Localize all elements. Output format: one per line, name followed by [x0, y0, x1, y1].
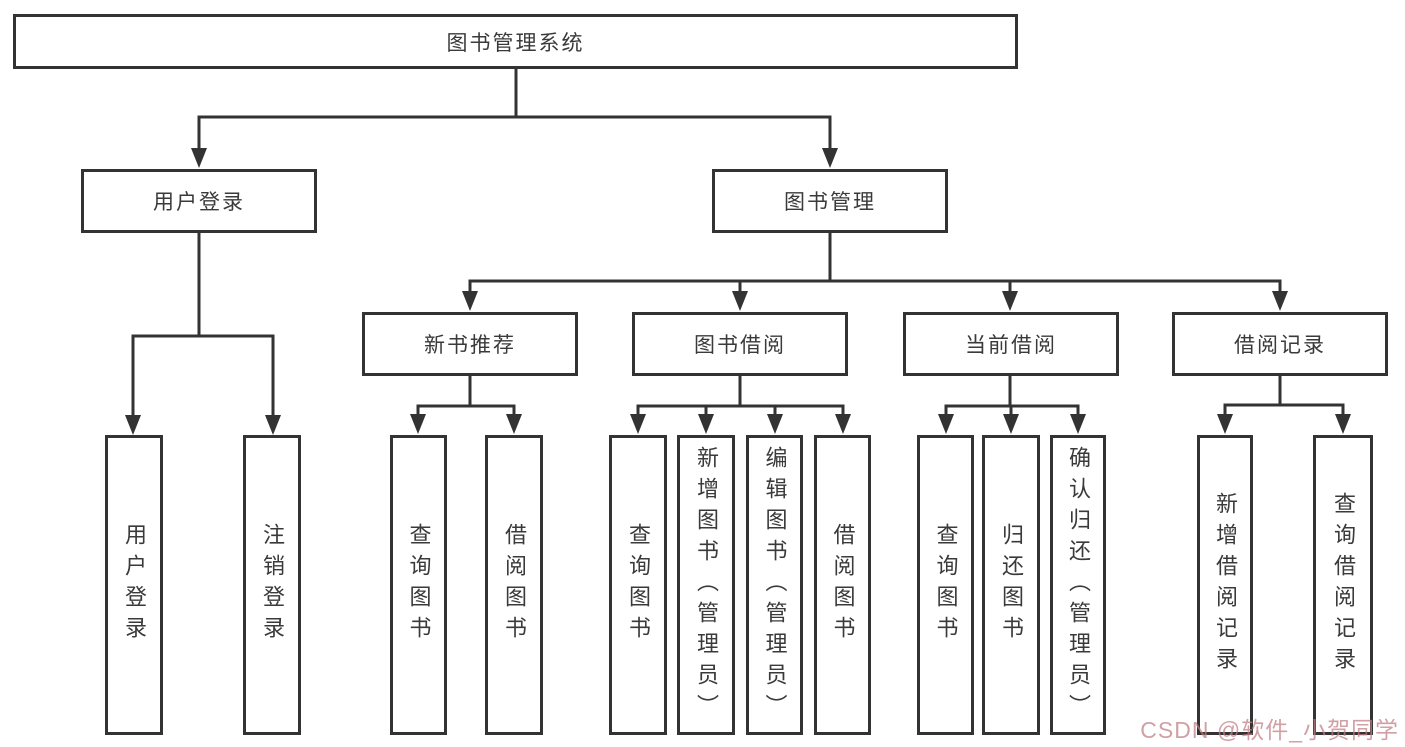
connector-level3-bracket [468, 232, 1282, 293]
connector-currentborrow-bracket [944, 376, 1080, 416]
leaf-borrow-books: 借阅图书 [814, 435, 871, 735]
leaf-confirm-return-admin: 确认归还（管理员） [1050, 435, 1106, 735]
leaf-user-login: 用户登录 [105, 435, 163, 735]
leaf-return-books: 归还图书 [982, 435, 1040, 735]
node-book-borrow: 图书借阅 [632, 312, 848, 376]
node-new-book-recommend: 新书推荐 [362, 312, 578, 376]
leaf-query-borrow-record: 查询借阅记录 [1313, 435, 1373, 735]
arrowheads [125, 148, 1351, 435]
connector-bookborrow-bracket [636, 376, 845, 416]
leaf-borrow-books-recommend: 借阅图书 [485, 435, 543, 735]
node-current-borrow: 当前借阅 [903, 312, 1119, 376]
node-library-system: 图书管理系统 [13, 14, 1018, 69]
leaf-add-borrow-record: 新增借阅记录 [1197, 435, 1253, 735]
node-borrow-records: 借阅记录 [1172, 312, 1388, 376]
leaf-query-books-borrow: 查询图书 [609, 435, 667, 735]
connector-userlogin-bracket [131, 232, 275, 416]
leaf-query-books-current: 查询图书 [917, 435, 974, 735]
node-book-management: 图书管理 [712, 169, 948, 233]
leaf-query-books-recommend: 查询图书 [390, 435, 447, 735]
connector-records-bracket [1223, 376, 1345, 415]
node-user-login: 用户登录 [81, 169, 317, 233]
connector-level2-bracket [197, 115, 832, 149]
leaf-edit-books-admin: 编辑图书（管理员） [746, 435, 803, 735]
leaf-logout: 注销登录 [243, 435, 301, 735]
connector-newbook-bracket [416, 376, 516, 416]
leaf-add-books-admin: 新增图书（管理员） [677, 435, 735, 735]
